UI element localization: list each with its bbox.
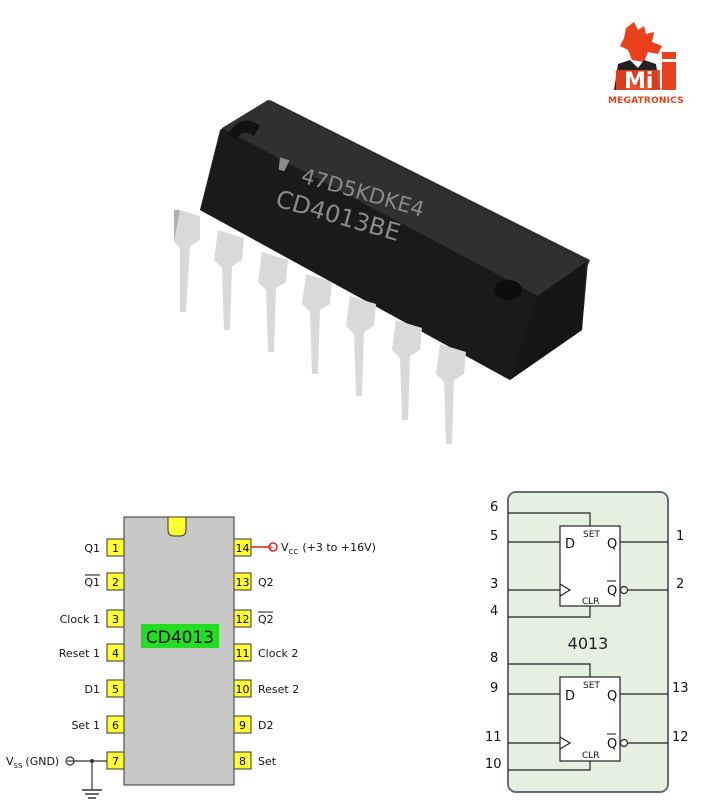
svg-text:9: 9 bbox=[490, 681, 498, 696]
label-reset1: Reset 1 bbox=[59, 647, 100, 660]
svg-text:4: 4 bbox=[490, 604, 498, 619]
svg-text:9: 9 bbox=[239, 719, 246, 732]
svg-text:D: D bbox=[565, 537, 575, 552]
inversion-bubble-icon bbox=[619, 738, 629, 748]
chip-label-bg bbox=[141, 624, 219, 648]
vcc-connection: + VCC(+3 to +16V) bbox=[251, 541, 376, 556]
svg-text:7: 7 bbox=[112, 755, 119, 768]
label-q2: Q2 bbox=[258, 576, 274, 589]
logic-panel bbox=[507, 491, 669, 793]
logo-mark-icon: Mi bbox=[614, 22, 676, 94]
label-d2: D2 bbox=[258, 719, 273, 732]
logic-diagram: 4013 SET D Q Q CLR 6 bbox=[470, 485, 707, 805]
flip-flop-1-labels: SET D Q Q CLR bbox=[565, 530, 617, 607]
label-set: Set bbox=[258, 755, 277, 768]
flip-flop-2 bbox=[508, 663, 668, 771]
left-labels: Q1 Q1 Clock 1 Reset 1 D1 Set 1 bbox=[59, 542, 100, 732]
pin-11: 11 bbox=[233, 643, 252, 662]
right-pins: 14 13 12 11 10 9 8 bbox=[233, 538, 252, 770]
label-clock2: Clock 2 bbox=[258, 647, 298, 660]
front-pins bbox=[174, 210, 466, 444]
svg-text:Q: Q bbox=[607, 584, 617, 599]
svg-text:3: 3 bbox=[112, 613, 119, 626]
left-pins: 1 2 3 4 5 6 7 bbox=[106, 538, 125, 770]
pin-1: 1 bbox=[106, 538, 125, 557]
pin-9: 9 bbox=[233, 715, 252, 734]
vss-terminal-icon bbox=[65, 756, 75, 766]
flip-flop-1 bbox=[508, 512, 668, 618]
pin-4: 4 bbox=[106, 643, 125, 662]
svg-text:2: 2 bbox=[676, 577, 684, 592]
pin-14: 14 bbox=[233, 538, 252, 557]
svg-text:10: 10 bbox=[236, 683, 250, 696]
pin-5: 5 bbox=[106, 679, 125, 698]
ti-logo-icon bbox=[278, 157, 290, 172]
pin-8: 8 bbox=[233, 751, 252, 770]
svg-text:3: 3 bbox=[490, 577, 498, 592]
svg-text:VCC(+3 to +16V): VCC(+3 to +16V) bbox=[281, 541, 376, 556]
pin-6: 6 bbox=[106, 715, 125, 734]
logo-mark-text: Mi bbox=[624, 69, 653, 94]
flip-flop-2-labels: SET D Q Q CLR bbox=[565, 681, 617, 761]
svg-text:5: 5 bbox=[112, 683, 119, 696]
pin-13: 13 bbox=[233, 572, 252, 591]
svg-text:2: 2 bbox=[112, 576, 119, 589]
pin-7: 7 bbox=[106, 751, 125, 770]
svg-text:13: 13 bbox=[672, 681, 689, 696]
svg-text:13: 13 bbox=[236, 576, 250, 589]
svg-text:4: 4 bbox=[112, 647, 119, 660]
vcc-terminal-icon bbox=[268, 542, 278, 552]
inversion-bubble-icon bbox=[619, 585, 629, 595]
pinout-diagram: CD4013 1 2 3 4 5 6 7 Q1 Q1 Clock 1 Reset… bbox=[0, 510, 420, 808]
svg-text:6: 6 bbox=[112, 719, 119, 732]
pin-10: 10 bbox=[233, 679, 252, 698]
svg-text:10: 10 bbox=[485, 757, 502, 772]
pin-12: 12 bbox=[233, 609, 252, 628]
svg-text:SET: SET bbox=[583, 681, 600, 691]
label-clock1: Clock 1 bbox=[60, 613, 100, 626]
svg-text:1: 1 bbox=[112, 542, 119, 555]
svg-text:Q: Q bbox=[607, 737, 617, 752]
label-reset2: Reset 2 bbox=[258, 683, 299, 696]
vss-connection: VSS(GND) bbox=[6, 755, 107, 799]
flip-flop-2-pins: 8 9 11 10 13 12 bbox=[485, 651, 689, 772]
label-q1: Q1 bbox=[84, 542, 100, 555]
svg-text:1: 1 bbox=[676, 529, 684, 544]
label-d1: D1 bbox=[85, 683, 100, 696]
svg-text:D: D bbox=[565, 689, 575, 704]
svg-text:11: 11 bbox=[236, 647, 250, 660]
svg-text:11: 11 bbox=[485, 730, 502, 745]
svg-text:VSS(GND): VSS(GND) bbox=[6, 755, 59, 770]
logic-title: 4013 bbox=[568, 634, 609, 653]
megatronics-logo: Mi MEGATRONICS bbox=[604, 20, 698, 110]
pin1-dimple bbox=[494, 280, 522, 300]
svg-text:+: + bbox=[268, 543, 275, 552]
label-q2-bar: Q2 bbox=[258, 613, 274, 626]
label-q1-bar: Q1 bbox=[84, 576, 100, 589]
svg-text:8: 8 bbox=[239, 755, 246, 768]
chip-label: CD4013 bbox=[146, 628, 214, 648]
right-labels: Q2 Q2 Clock 2 Reset 2 D2 Set bbox=[258, 576, 299, 768]
svg-text:CLR: CLR bbox=[582, 597, 600, 607]
ic-body bbox=[123, 516, 235, 786]
svg-text:5: 5 bbox=[490, 529, 498, 544]
flip-flop-1-pins: 6 5 3 4 1 2 bbox=[490, 500, 684, 619]
ic-notch bbox=[167, 516, 187, 537]
svg-text:Q: Q bbox=[607, 537, 617, 552]
svg-text:12: 12 bbox=[236, 613, 250, 626]
chip-photo: 47D5KDKE4 CD4013BE bbox=[150, 90, 590, 470]
label-set1: Set 1 bbox=[71, 719, 100, 732]
svg-text:SET: SET bbox=[583, 530, 600, 540]
svg-text:6: 6 bbox=[490, 500, 498, 515]
logo-text: MEGATRONICS bbox=[608, 96, 684, 106]
svg-text:CLR: CLR bbox=[582, 751, 600, 761]
svg-text:14: 14 bbox=[236, 542, 250, 555]
ground-icon bbox=[82, 789, 102, 799]
pin-2: 2 bbox=[106, 572, 125, 591]
svg-text:Q: Q bbox=[607, 689, 617, 704]
pin-3: 3 bbox=[106, 609, 125, 628]
svg-text:8: 8 bbox=[490, 651, 498, 666]
svg-text:12: 12 bbox=[672, 730, 689, 745]
